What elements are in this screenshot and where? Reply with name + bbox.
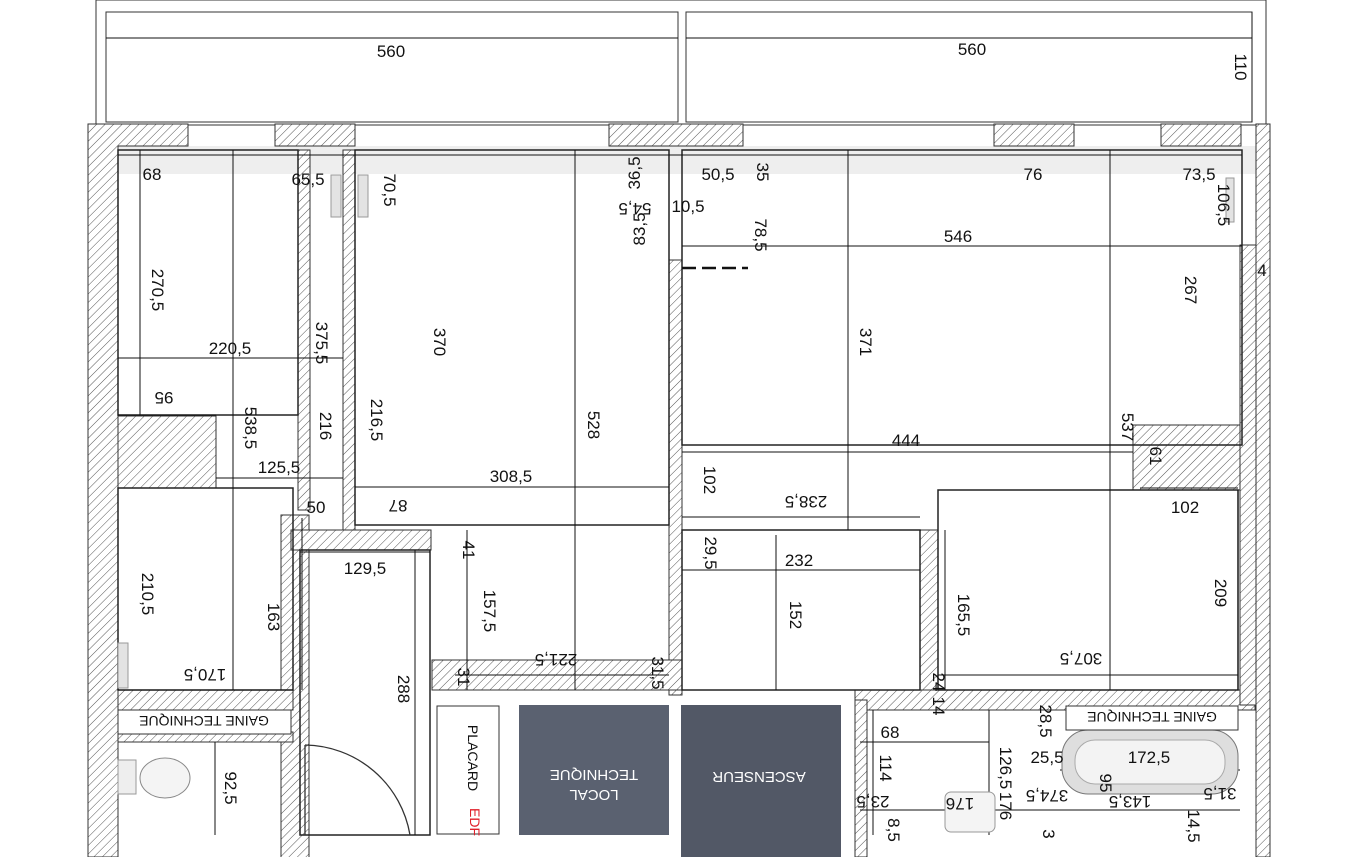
dim-102-a: 102	[700, 466, 719, 494]
dim-73-5: 73,5	[1182, 165, 1215, 184]
dim-114: 114	[876, 754, 895, 781]
dim-270-5: 270,5	[148, 269, 167, 312]
dim-95: 95	[155, 388, 174, 407]
dim-209: 209	[1211, 579, 1230, 607]
dim-68-b: 68	[881, 723, 900, 742]
dim-23-5: 23,5	[856, 792, 889, 811]
dim-163: 163	[264, 603, 283, 631]
dim-210-5: 210,5	[138, 573, 157, 616]
dim-65-5: 65,5	[291, 170, 324, 189]
dim-14: 14	[929, 697, 948, 716]
dim-221-5: 221,5	[535, 650, 578, 669]
dim-102-b: 102	[1171, 498, 1199, 517]
dim-95-b: 95	[1096, 774, 1115, 793]
dim-35: 35	[753, 163, 772, 182]
dim-41: 41	[459, 541, 478, 560]
dim-10-5: 10,5	[671, 197, 704, 216]
dim-170-5: 170,5	[184, 665, 227, 684]
dim-152: 152	[786, 601, 805, 629]
local-technique-block	[519, 705, 669, 835]
dim-176-b: 176	[996, 792, 1015, 820]
dim-78-5: 78,5	[751, 218, 770, 251]
dim-92-5: 92,5	[221, 771, 240, 804]
dim-24: 24	[929, 673, 948, 692]
dim-top-right-depth: 110	[1231, 53, 1250, 80]
dim-top-right: 560	[958, 40, 986, 59]
dim-50-5: 50,5	[701, 165, 734, 184]
dim-374-5: 374,5	[1026, 786, 1069, 805]
dim-538-5: 538,5	[241, 407, 260, 450]
dim-31-5-b: 31,5	[1203, 784, 1236, 803]
dimension-labels: 560 560 110 68 65,5 70,5 36,5 54,5 50,5 …	[138, 40, 1267, 843]
dim-8-5: 8,5	[884, 818, 903, 842]
dim-36-5: 36,5	[625, 156, 644, 189]
gaine-technique-left-label: GAINE TECHNIQUE	[139, 713, 269, 729]
dim-top-left: 560	[377, 42, 405, 61]
dim-371: 371	[856, 328, 875, 356]
room-blocks: GAINE TECHNIQUE GAINE TECHNIQUE PLACARD …	[117, 705, 1239, 857]
walls	[87, 123, 1271, 857]
dim-76: 76	[1024, 165, 1043, 184]
dimension-lines	[106, 12, 1253, 835]
dim-307-5: 307,5	[1060, 649, 1103, 668]
dim-546: 546	[944, 227, 972, 246]
toilet-icon	[117, 757, 191, 799]
dim-68: 68	[143, 165, 162, 184]
dim-176-a: 176	[946, 794, 974, 813]
gaine-technique-left	[117, 709, 292, 735]
dim-216: 216	[316, 412, 335, 440]
local-technique-line2: TECHNIQUE	[550, 766, 638, 783]
dim-50: 50	[307, 498, 326, 517]
dim-375-5: 375,5	[312, 322, 331, 365]
dim-172-5: 172,5	[1128, 748, 1171, 767]
edf-label: EDF	[467, 808, 483, 836]
dim-232: 232	[785, 551, 813, 570]
dim-157-5: 157,5	[480, 590, 499, 633]
ascenseur-block	[681, 705, 841, 857]
dim-83-5: 83,5	[630, 212, 649, 245]
dim-25-5: 25,5	[1030, 748, 1063, 767]
dim-216-5: 216,5	[367, 399, 386, 442]
dim-125-5: 125,5	[258, 458, 301, 477]
dim-14-5: 14,5	[1184, 809, 1203, 842]
dim-31-5-a: 31,5	[648, 656, 667, 689]
dim-54-5: 54,5	[618, 199, 651, 218]
dim-308-5: 308,5	[490, 467, 533, 486]
dim-220-5: 220,5	[209, 339, 252, 358]
dim-3: 3	[1039, 829, 1058, 838]
dim-528: 528	[584, 411, 603, 439]
dim-61: 61	[1146, 447, 1165, 466]
gaine-technique-right-label: GAINE TECHNIQUE	[1087, 709, 1217, 725]
dim-288: 288	[394, 675, 413, 703]
dim-106-5: 106,5	[1214, 184, 1233, 227]
dim-238-5: 238,5	[785, 492, 828, 511]
placard-block	[436, 705, 500, 835]
dim-126-5: 126,5	[996, 747, 1015, 790]
gaine-technique-right	[1065, 705, 1239, 731]
dim-29-5: 29,5	[701, 536, 720, 569]
dim-28-5: 28,5	[1036, 704, 1055, 737]
dim-165-5: 165,5	[954, 594, 973, 637]
dim-70-5: 70,5	[380, 173, 399, 206]
dim-31: 31	[454, 668, 473, 687]
radiator-icons	[117, 174, 1235, 689]
dim-444: 444	[892, 431, 920, 450]
dim-370: 370	[430, 328, 449, 356]
placard-label: PLACARD	[465, 725, 481, 791]
door-swing	[304, 744, 411, 836]
sink-icon	[944, 791, 996, 833]
dim-129-5: 129,5	[344, 559, 387, 578]
dim-143-5: 143,5	[1109, 792, 1152, 811]
balcony-area	[95, 0, 1267, 174]
dim-4: 4	[1257, 261, 1266, 280]
bathtub-icon	[1061, 729, 1239, 795]
local-technique-line1: LOCAL	[569, 786, 618, 803]
ascenseur-label: ASCENSEUR	[712, 768, 806, 785]
dim-87: 87	[389, 496, 408, 515]
dim-267: 267	[1181, 276, 1200, 304]
dim-537: 537	[1118, 413, 1137, 441]
